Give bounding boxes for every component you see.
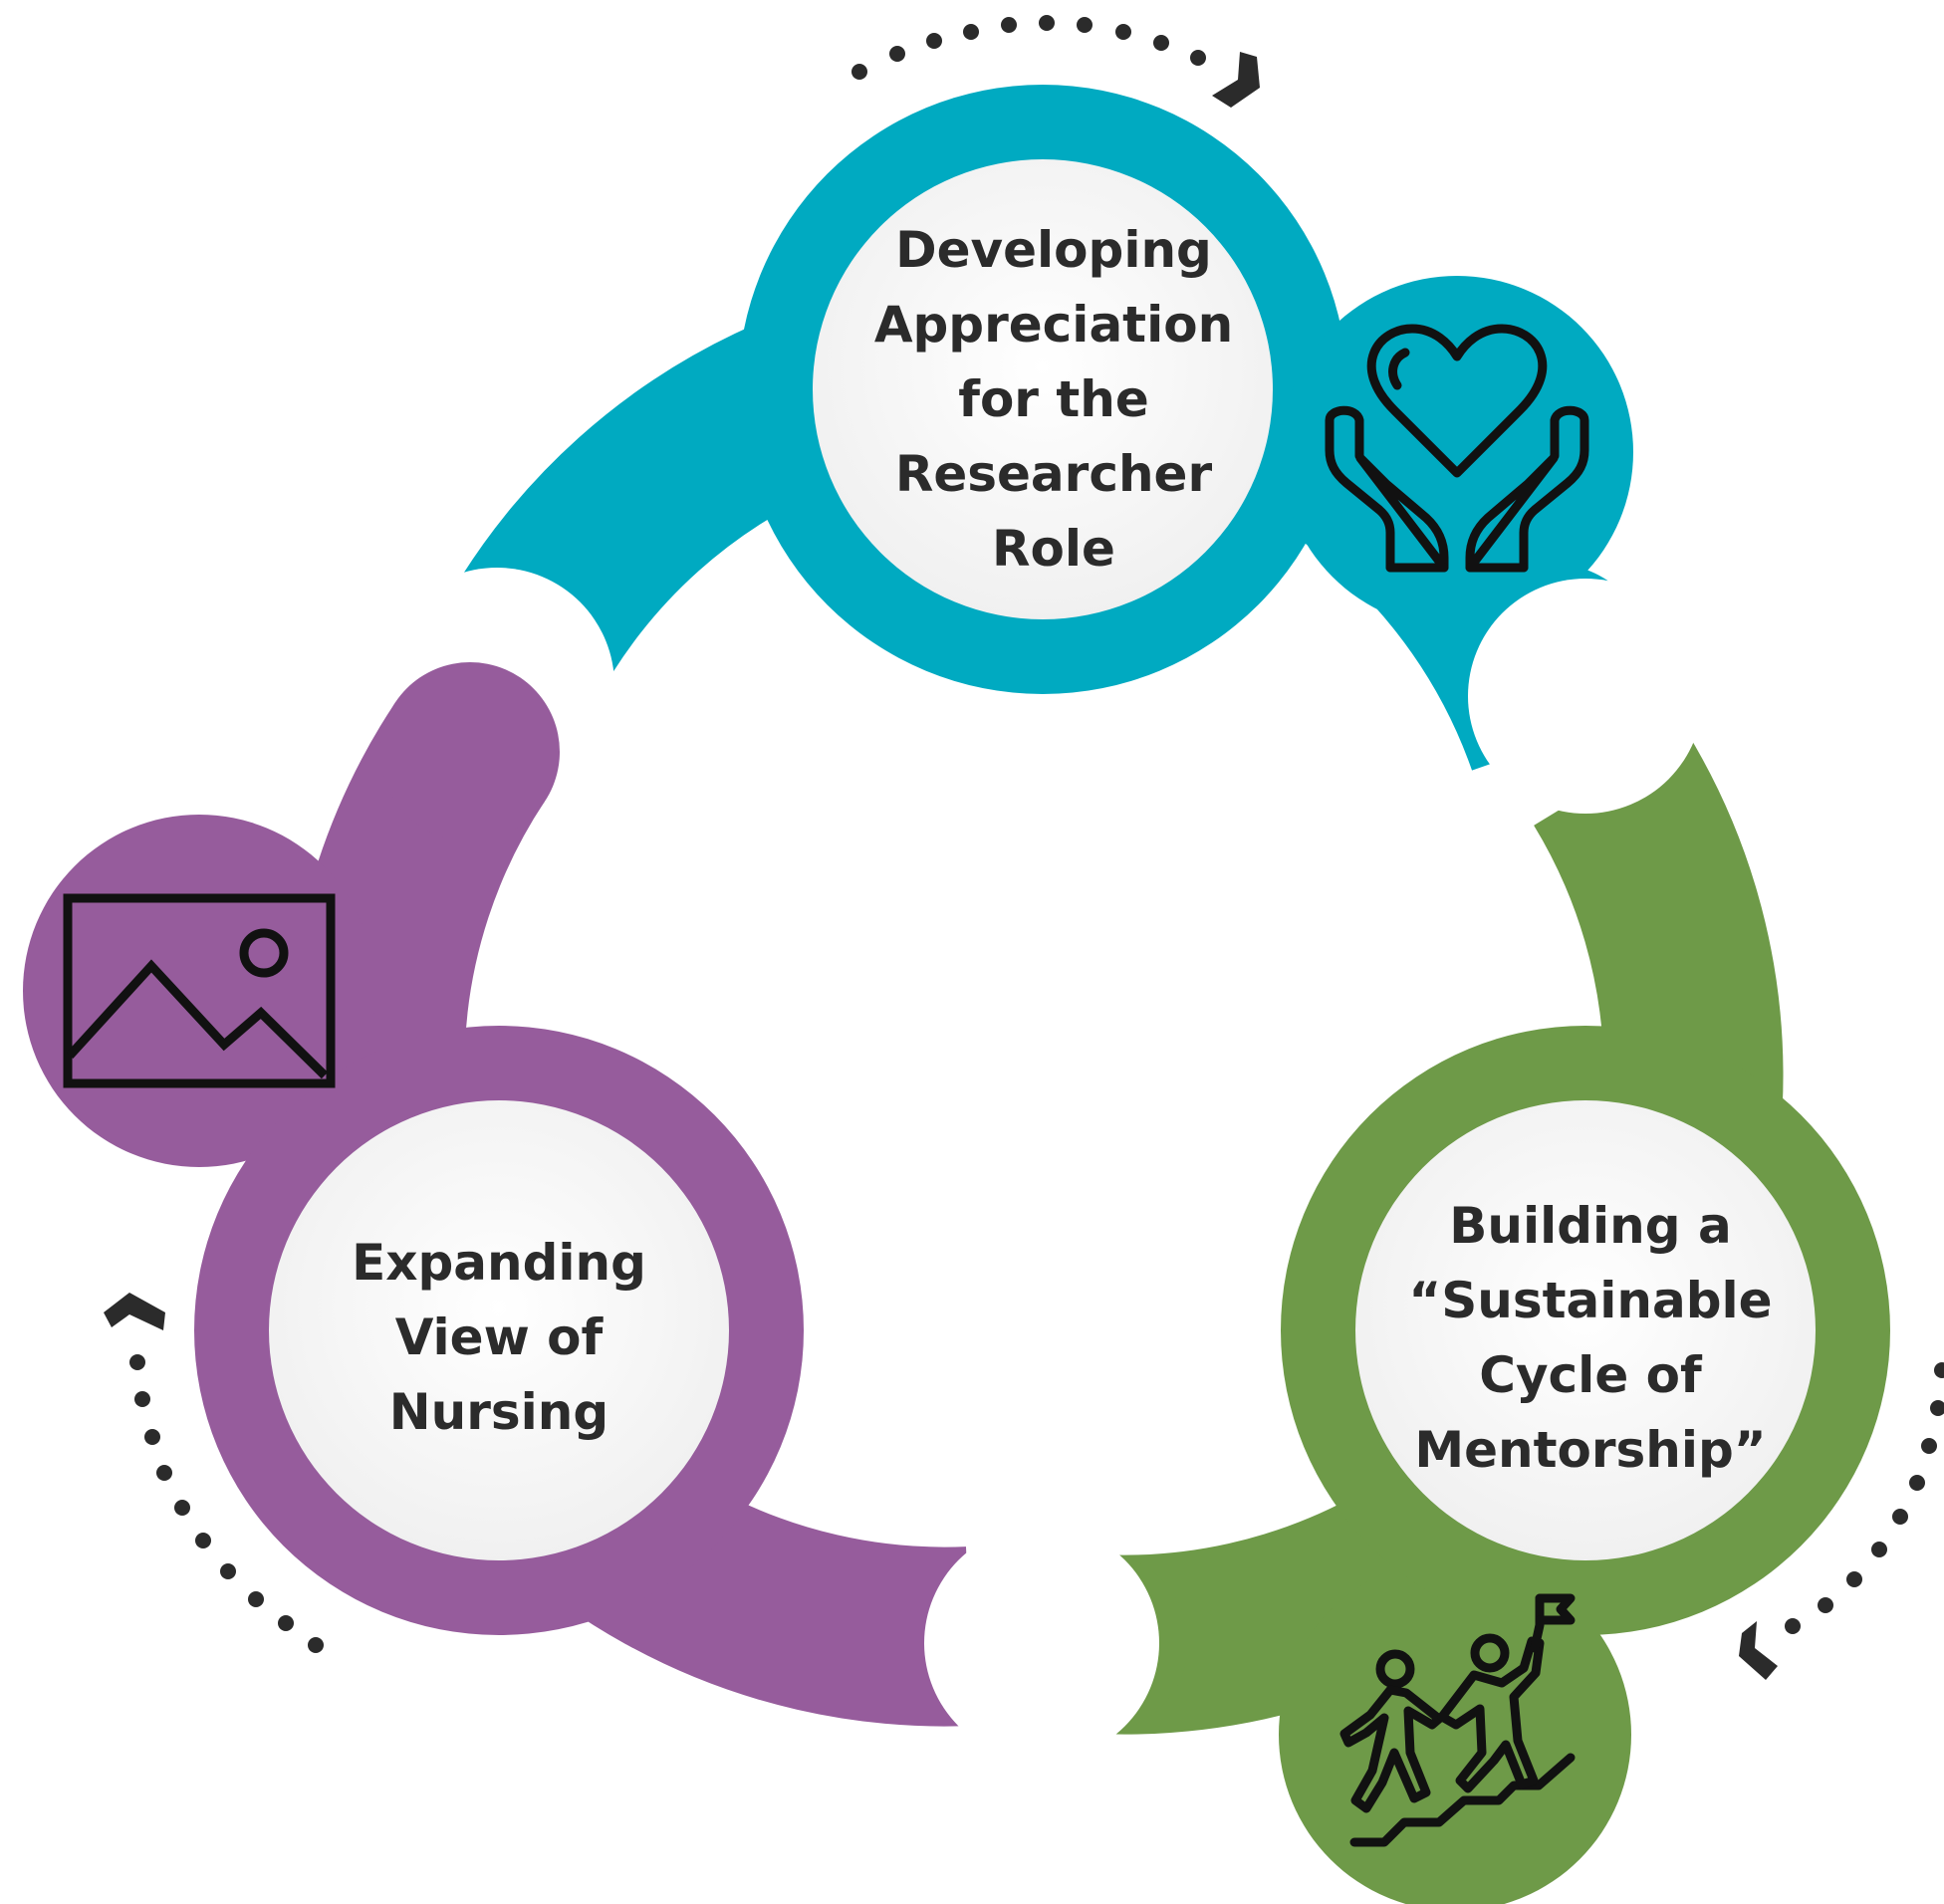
purple-arc-end [380, 662, 560, 841]
heart-in-hands-icon [1325, 324, 1589, 573]
landscape-image-icon [63, 893, 336, 1088]
top-chevron-icon [1212, 52, 1260, 108]
green-notch [1468, 579, 1703, 814]
left-chevron-icon [104, 1293, 165, 1330]
step-nursing [23, 662, 1159, 1761]
appreciation-label-line: for the [958, 370, 1149, 428]
step-appreciation [379, 85, 1646, 803]
nursing-label-line: Nursing [389, 1383, 608, 1441]
appreciation-label-line: Developing [895, 221, 1212, 279]
appreciation-label-line: Appreciation [874, 296, 1233, 354]
mentorship-label-line: Mentorship” [1414, 1421, 1766, 1479]
mentorship-label-line: Building a [1449, 1197, 1731, 1255]
nursing-label-line: View of [395, 1309, 605, 1366]
right-chevron-icon [1739, 1621, 1778, 1680]
teal-inner-circle [813, 159, 1273, 619]
left-dotted-arrow [104, 1293, 324, 1653]
purple-inner-circle [269, 1100, 729, 1560]
green-inner-circle [1355, 1100, 1816, 1560]
purple-notch [924, 1526, 1159, 1761]
mentorship-label-line: “Sustainable [1408, 1272, 1772, 1329]
climbing-together-icon [1339, 1593, 1576, 1847]
top-dotted-arrow [851, 15, 1260, 108]
appreciation-label-line: Researcher [895, 445, 1213, 503]
nursing-label-line: Expanding [352, 1234, 646, 1292]
mentorship-label-line: Cycle of [1479, 1346, 1703, 1404]
appreciation-label-line: Role [992, 520, 1115, 578]
right-dotted-arrow [1739, 1362, 1944, 1680]
